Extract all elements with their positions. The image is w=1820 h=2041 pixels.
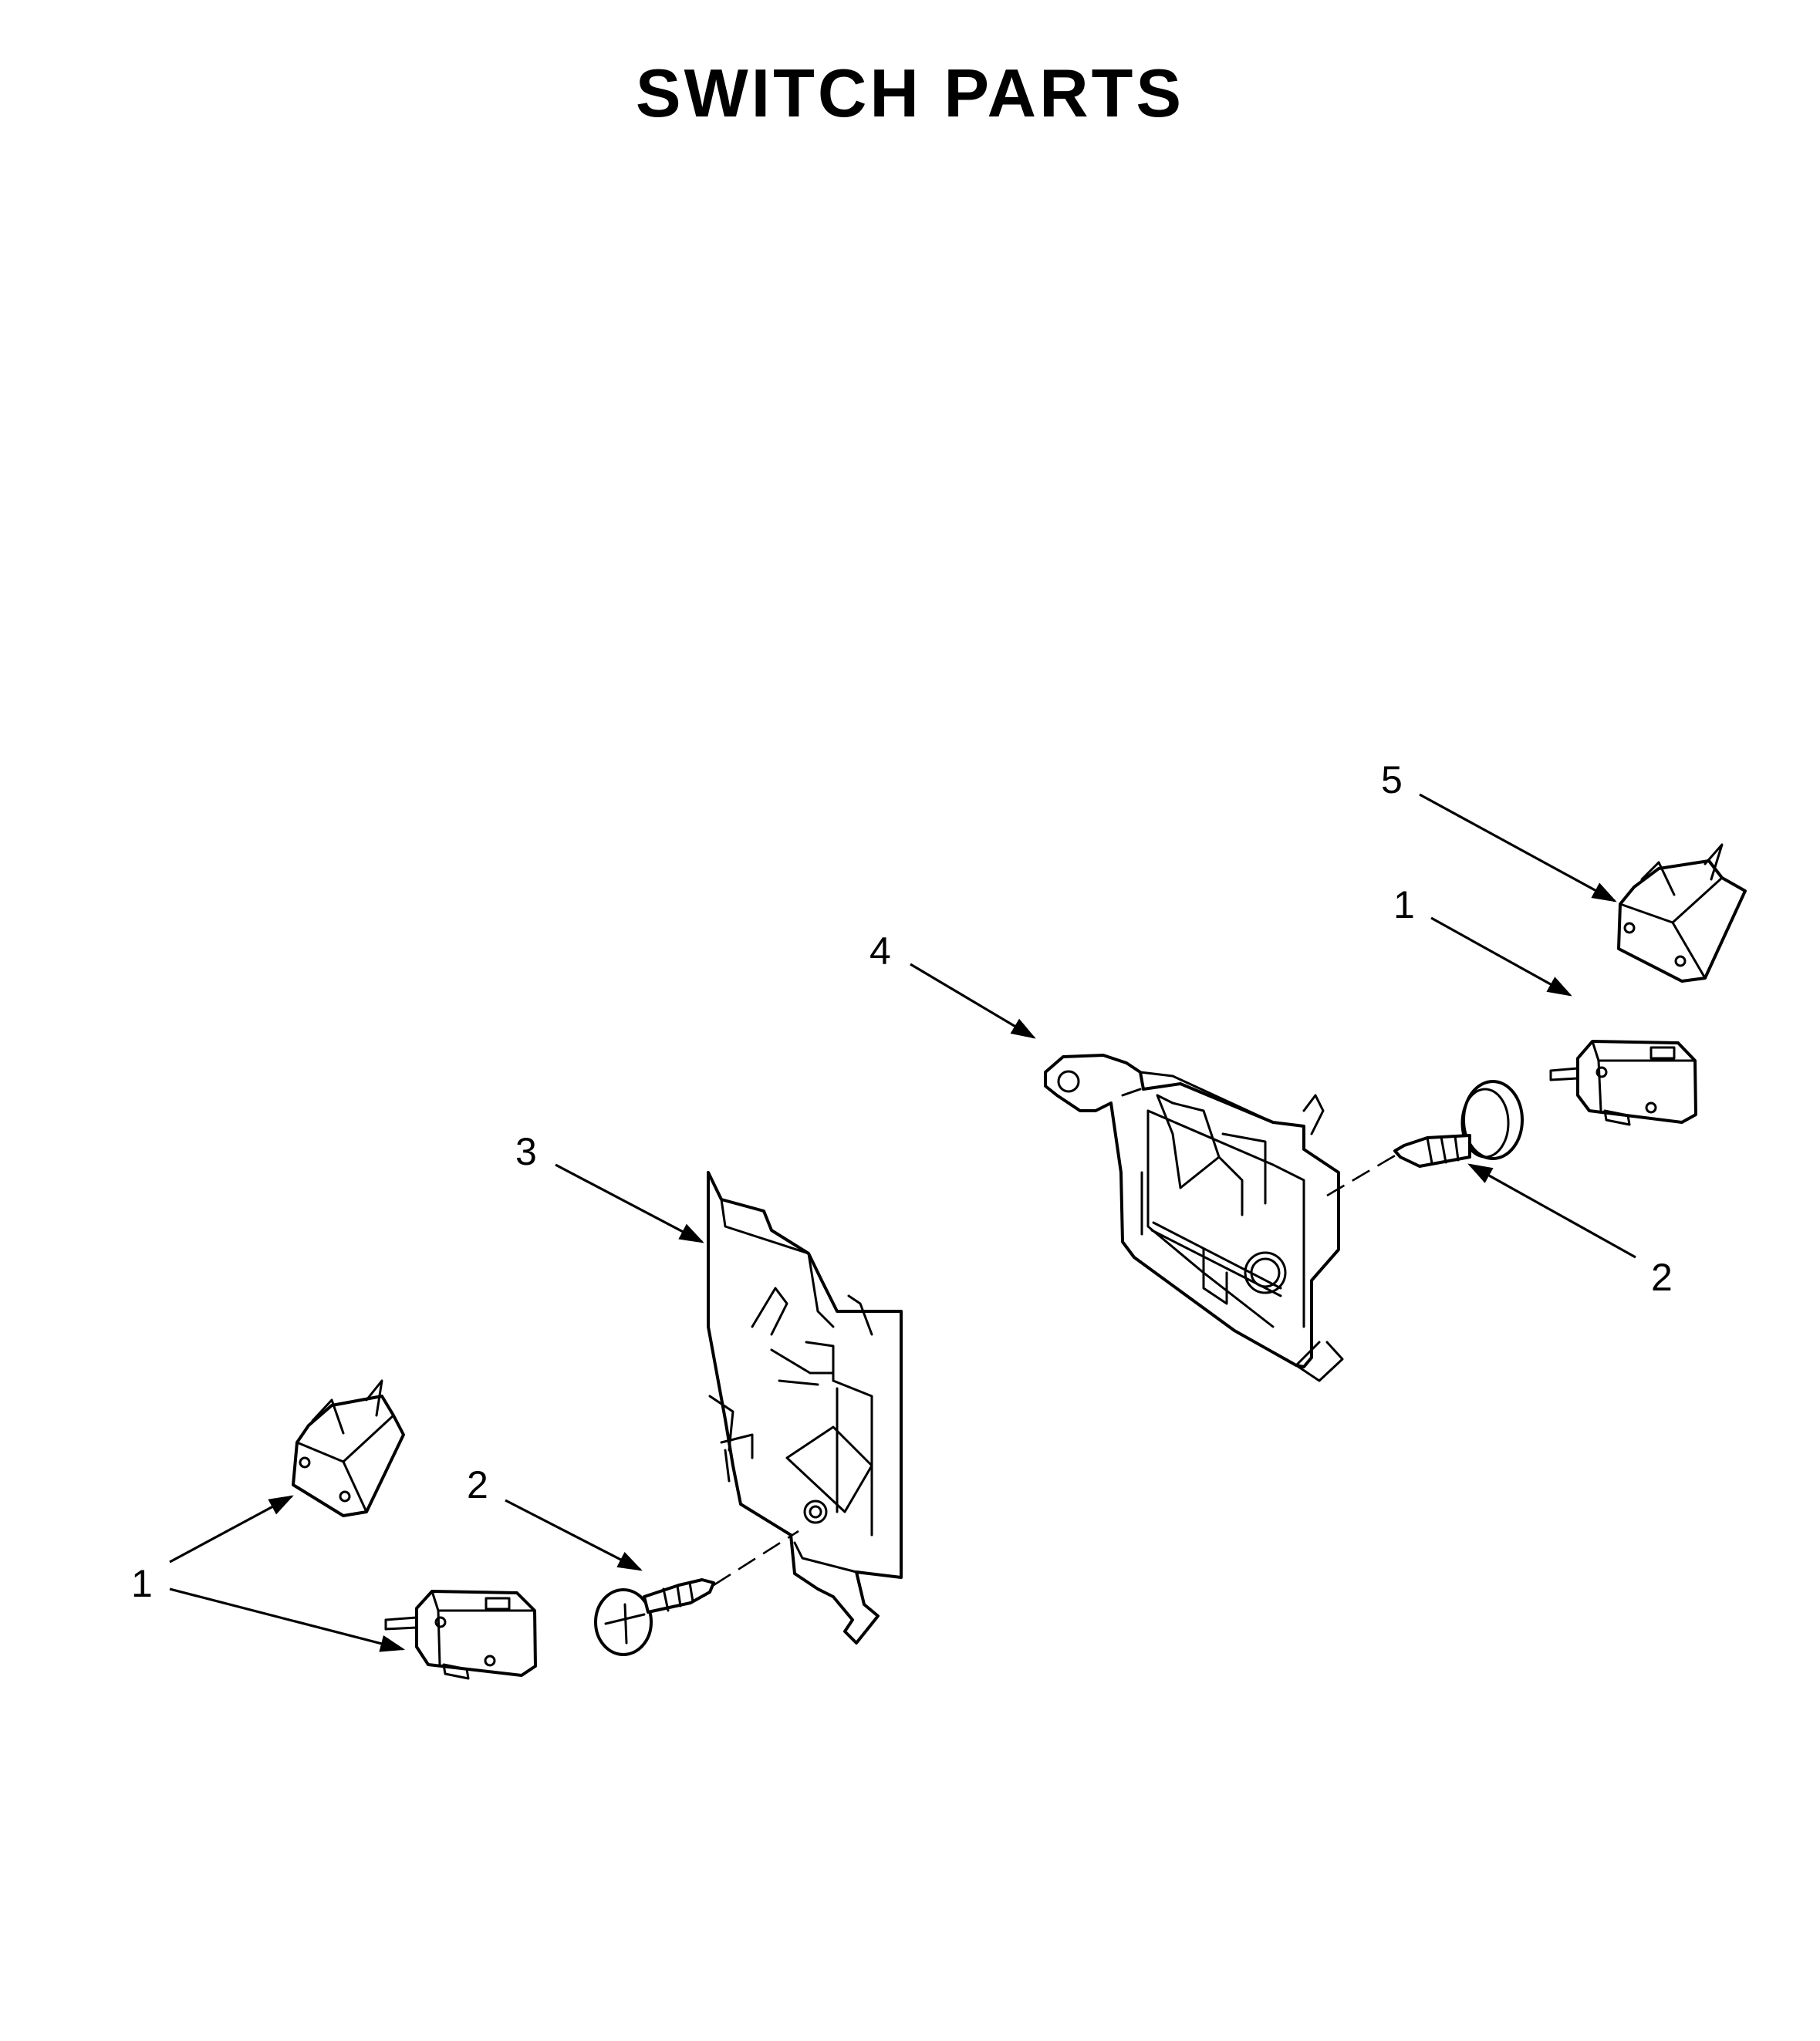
callout-3: 3 [515,1130,537,1173]
callout-4: 4 [869,929,891,973]
page-title: SWITCH PARTS [635,55,1185,131]
bracket-part-4-icon [1044,1054,1344,1382]
switch-part-1-left-upper-icon [292,1379,405,1517]
callout-2-left: 2 [467,1463,488,1506]
screw-part-2-right-icon [1326,1080,1524,1197]
leader-2-right [1467,1163,1636,1259]
leader-1-right [1430,916,1572,997]
switch-part-1-right-icon [1549,1040,1697,1126]
leader-1-left-lower [169,1587,406,1652]
callout-1-right: 1 [1393,883,1415,926]
leader-1-left-upper [169,1495,294,1564]
switch-part-1-left-lower-icon [384,1590,537,1680]
callout-2-right: 2 [1651,1256,1673,1299]
callout-1-left: 1 [131,1562,153,1605]
leader-3 [555,1163,704,1243]
bracket-part-3-icon [707,1171,903,1645]
leader-5 [1419,793,1617,902]
callout-5: 5 [1381,758,1403,801]
leader-2-left [505,1499,643,1571]
leader-4 [910,963,1036,1039]
switch-part-5-icon [1617,843,1747,983]
screw-part-2-left-icon [594,1530,799,1656]
